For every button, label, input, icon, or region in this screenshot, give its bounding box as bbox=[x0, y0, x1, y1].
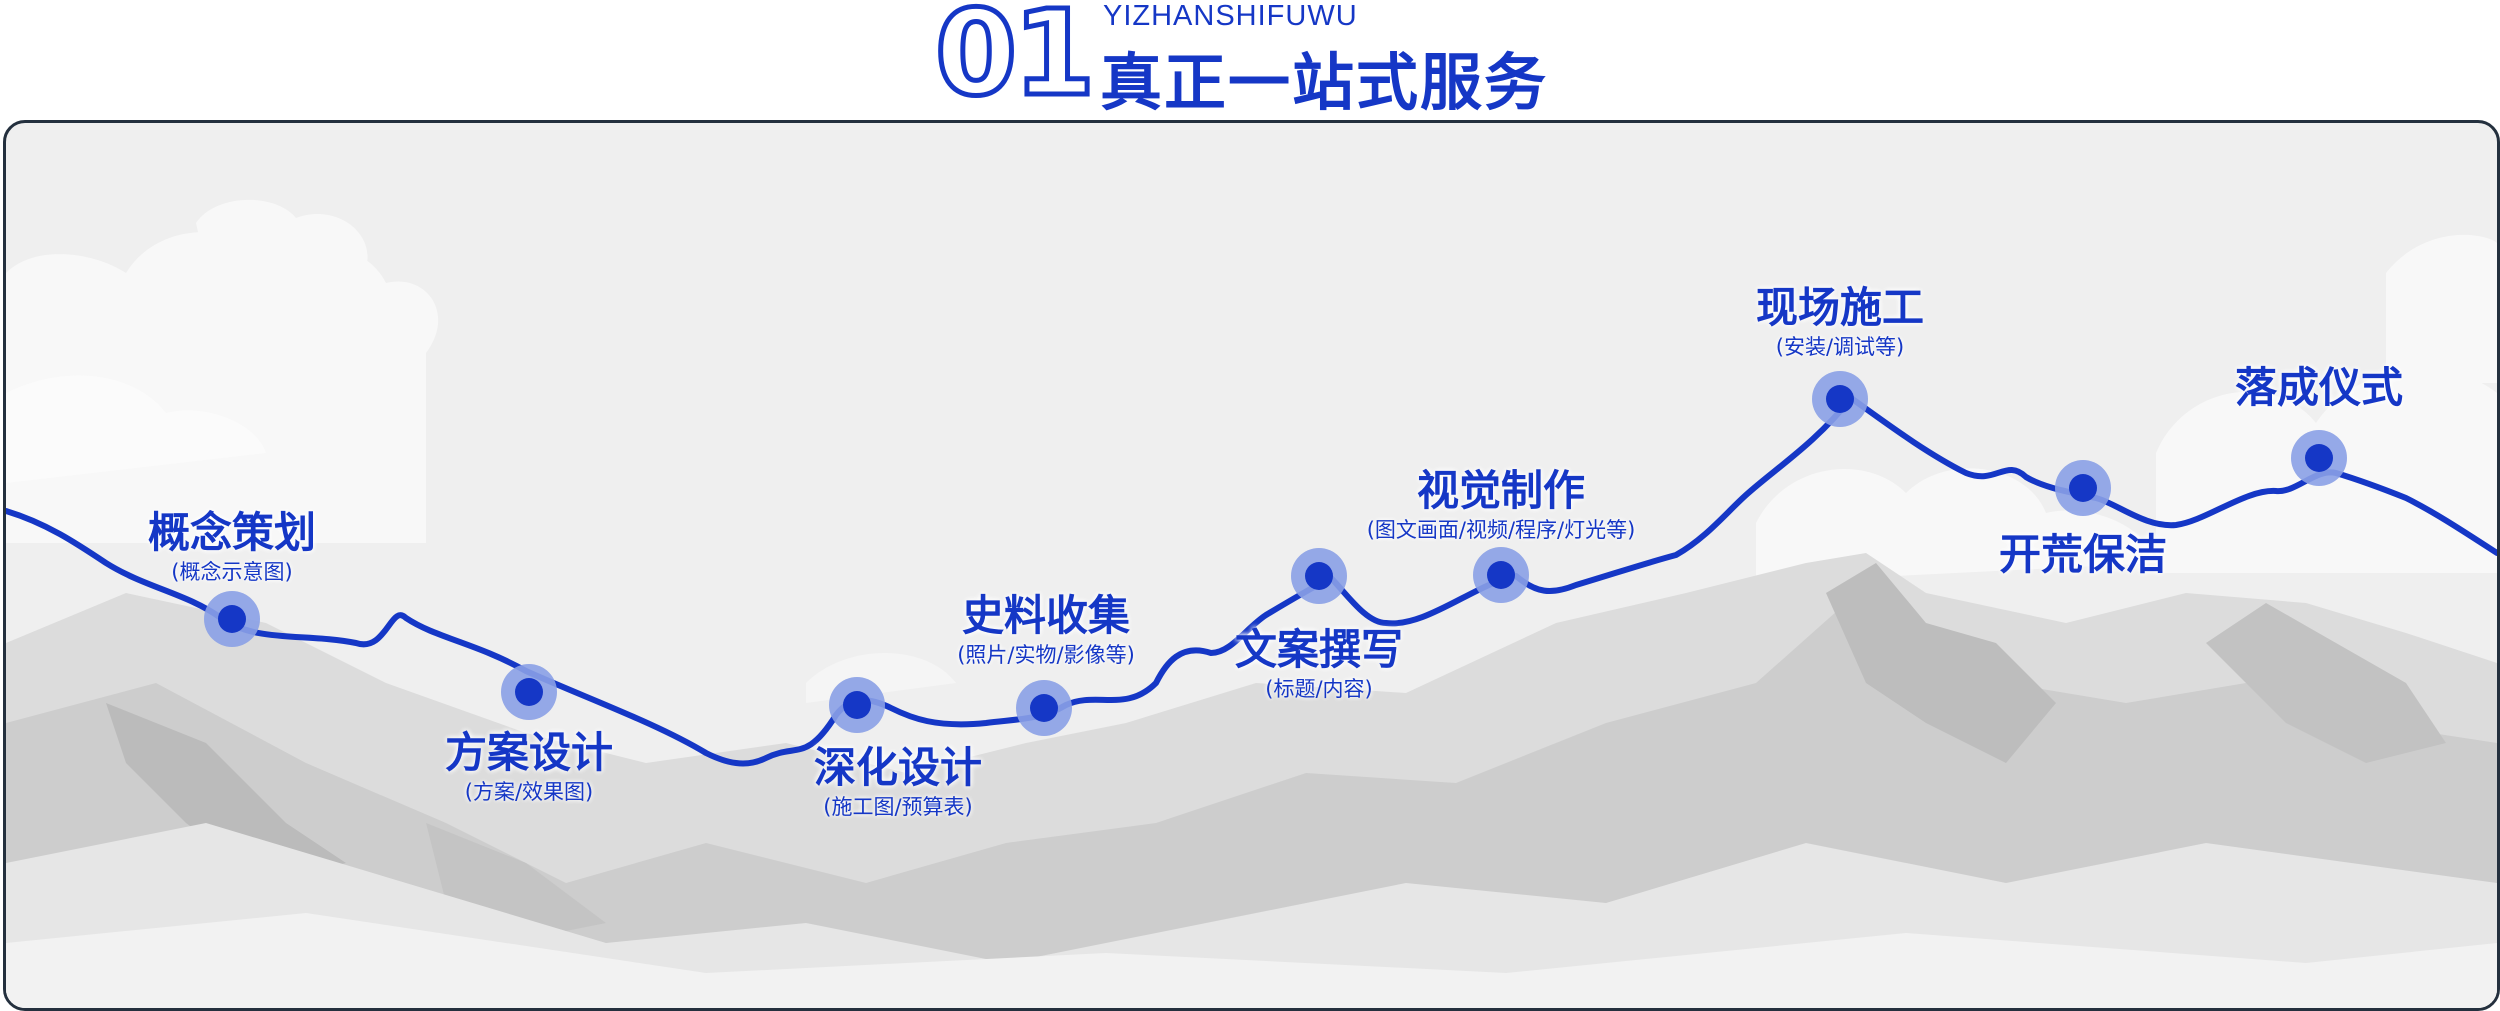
step-title: 现场施工 bbox=[1755, 283, 1925, 332]
step-note: (方案/效果图) bbox=[464, 780, 594, 804]
marker-1 bbox=[204, 591, 260, 647]
step-5-label: 文案撰写 (标题/内容) bbox=[1235, 625, 1403, 703]
step-2-label: 方案设计 (方案/效果图) bbox=[445, 728, 613, 806]
step-4-label: 史料收集 (照片/实物/影像等) bbox=[957, 591, 1135, 669]
step-title: 方案设计 bbox=[444, 728, 614, 777]
step-note: (图文画面/视频/程序/灯光等) bbox=[1366, 518, 1636, 542]
step-note: (概念示意图) bbox=[171, 560, 293, 584]
marker-6 bbox=[1473, 547, 1529, 603]
step-note: (照片/实物/影像等) bbox=[957, 643, 1135, 667]
step-title: 深化设计 bbox=[813, 743, 983, 792]
step-title: 开荒保洁 bbox=[1998, 530, 2168, 579]
marker-7 bbox=[1812, 371, 1868, 427]
mountain-landscape bbox=[6, 199, 2497, 1008]
marker-3 bbox=[829, 677, 885, 733]
step-note: (施工图/预算表) bbox=[823, 795, 973, 819]
marker-8 bbox=[2055, 460, 2111, 516]
step-9-label: 落成仪式 bbox=[2235, 363, 2403, 413]
step-8-label: 开荒保洁 bbox=[1999, 530, 2167, 580]
section-number: 01 bbox=[932, 0, 1097, 122]
step-3-label: 深化设计 (施工图/预算表) bbox=[814, 743, 982, 821]
mountains bbox=[6, 553, 2497, 1008]
step-title: 史料收集 bbox=[961, 591, 1131, 640]
step-1-label: 概念策划 (概念示意图) bbox=[148, 508, 316, 586]
section-subtitle: YIZHANSHIFUWU bbox=[1103, 0, 1358, 32]
step-note: (标题/内容) bbox=[1265, 677, 1373, 701]
step-title: 概念策划 bbox=[147, 508, 317, 557]
section-title: 真正一站式服务 bbox=[1100, 46, 1549, 119]
step-note: (安装/调试等) bbox=[1775, 335, 1905, 359]
header: 01 YIZHANSHIFUWU 真正一站式服务 bbox=[0, 0, 2500, 122]
marker-5 bbox=[1291, 548, 1347, 604]
step-6-label: 视觉制作 (图文画面/视频/程序/灯光等) bbox=[1367, 466, 1636, 544]
journey-panel: 概念策划 (概念示意图) 方案设计 (方案/效果图) 深化设计 (施工图/预算表… bbox=[3, 120, 2500, 1011]
step-title: 视觉制作 bbox=[1416, 466, 1585, 515]
marker-9 bbox=[2291, 430, 2347, 486]
step-title: 文案撰写 bbox=[1234, 625, 1404, 674]
marker-2 bbox=[501, 664, 557, 720]
step-title: 落成仪式 bbox=[2234, 363, 2404, 412]
step-7-label: 现场施工 (安装/调试等) bbox=[1756, 283, 1924, 361]
marker-4 bbox=[1016, 680, 1072, 736]
